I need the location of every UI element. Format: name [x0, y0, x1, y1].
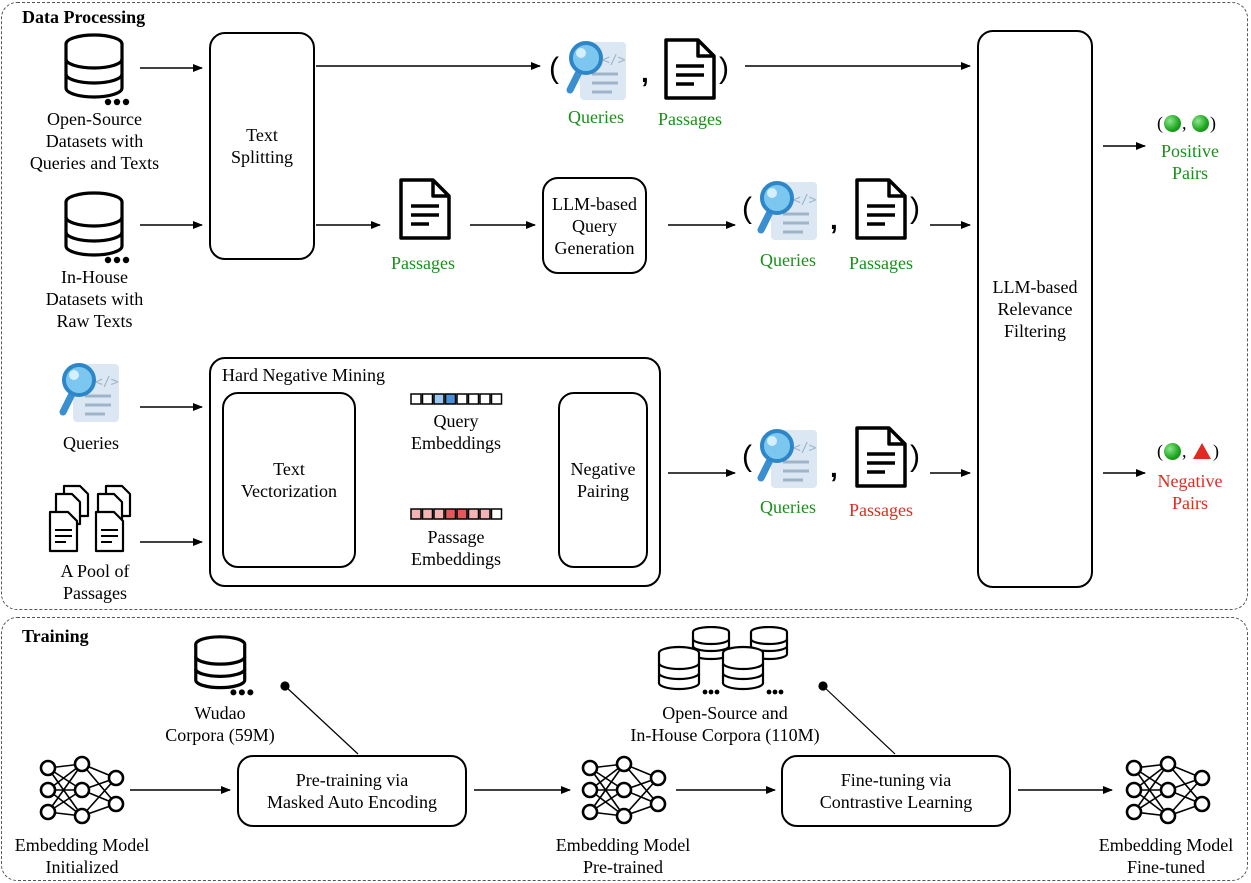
open-paren: (	[549, 52, 559, 85]
database-icon	[64, 191, 130, 264]
training-title: Training	[22, 626, 89, 646]
wudao-connector	[284, 685, 359, 755]
query-document-icon: </>	[566, 41, 626, 100]
comma: ,	[830, 204, 838, 235]
neural-network-icon	[1125, 755, 1211, 825]
data-processing-title: Data Processing	[22, 7, 146, 27]
passages-label: Passages	[391, 253, 455, 273]
passage-document-icon	[399, 178, 451, 240]
database-icon	[194, 635, 254, 696]
passages-label-negative: Passages	[849, 500, 913, 520]
document-pool-icon	[48, 484, 132, 553]
passage-embedding-icon	[410, 508, 503, 520]
green-circle-icon	[1192, 114, 1209, 132]
red-triangle-icon	[1193, 443, 1211, 459]
green-circle-icon	[1164, 114, 1181, 132]
comma: ,	[641, 57, 649, 88]
queries-label: Queries	[568, 107, 624, 127]
neural-network-icon	[581, 755, 667, 825]
data-processing-section	[1, 2, 1248, 610]
passage-document-icon	[664, 38, 716, 100]
neural-network-icon	[39, 755, 125, 825]
open-paren: (	[742, 440, 752, 473]
query-document-icon: </>	[59, 363, 119, 422]
close-paren: )	[719, 52, 729, 85]
negative-pair-marker: (, )	[1157, 441, 1219, 461]
close-paren: )	[910, 440, 920, 473]
green-circle-icon	[1164, 442, 1181, 460]
passages-label: Passages	[849, 253, 913, 273]
svg-text:</>: </>	[793, 441, 817, 456]
close-paren: )	[910, 192, 920, 225]
svg-text:</>: </>	[95, 375, 119, 390]
comma: ,	[830, 452, 838, 483]
passage-document-icon	[855, 426, 907, 488]
training-section	[1, 617, 1248, 881]
passages-label: Passages	[658, 109, 722, 129]
queries-source-label: Queries	[63, 433, 119, 453]
database-cluster-icon	[657, 626, 789, 695]
queries-label: Queries	[760, 497, 816, 517]
query-document-icon: </>	[757, 429, 817, 488]
query-embedding-icon	[410, 393, 503, 405]
svg-text:</>: </>	[793, 193, 817, 208]
hard-negative-mining-title: Hard Negative Mining	[222, 365, 385, 385]
positive-pair-marker: (, )	[1157, 113, 1216, 133]
open-paren: (	[742, 192, 752, 225]
query-document-icon: </>	[757, 181, 817, 240]
corpora-connector	[822, 685, 896, 755]
svg-text:</>: </>	[602, 53, 626, 68]
queries-label: Queries	[760, 250, 816, 270]
passage-document-icon	[855, 178, 907, 240]
database-icon	[64, 33, 130, 106]
